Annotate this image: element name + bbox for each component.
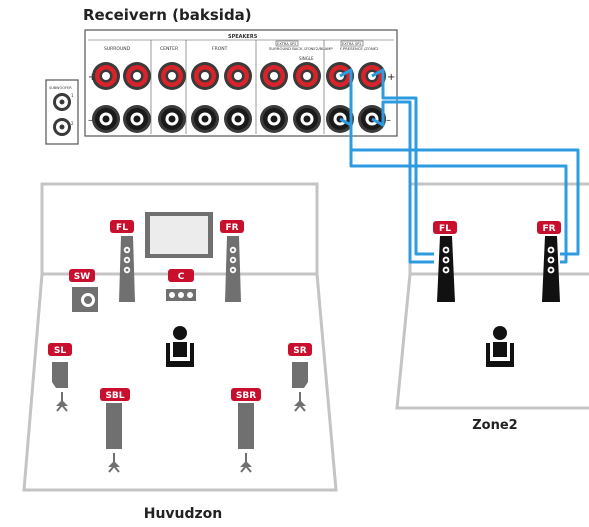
label-zone2-fr: FR [537, 221, 561, 234]
label-surround-back: SURROUND BACK /ZONE2/BI-AMP [269, 46, 333, 51]
speaker-sr [292, 362, 308, 412]
speaker-sbl [106, 403, 122, 473]
minus-sign-right: – [386, 115, 391, 126]
terminal-red-3 [158, 62, 186, 90]
listener-icon-zone2 [486, 326, 514, 367]
speakers-header: SPEAKERS [228, 34, 258, 40]
terminal-black-3 [158, 105, 186, 133]
label-surround: SURROUND [104, 46, 131, 52]
label-sw: SW [69, 269, 95, 282]
plus-sign-right: + [387, 72, 395, 83]
speaker-zone2-fr [542, 236, 560, 302]
label-zone2-fl: FL [433, 221, 457, 234]
svg-text:SBL: SBL [105, 391, 124, 401]
svg-text:C: C [178, 272, 185, 282]
label-extra-sp2-b: EXTRA SP2 [342, 42, 362, 46]
receiver-title: Receivern (baksida) [83, 6, 252, 24]
subwoofer-label: SUBWOOFER [49, 86, 72, 90]
label-c: C [168, 269, 194, 282]
zone2-caption: Zone2 [472, 418, 517, 433]
terminal-red-6 [260, 62, 288, 90]
label-sl: SL [48, 343, 72, 356]
svg-text:SL: SL [54, 346, 66, 356]
terminal-black-7 [293, 105, 321, 133]
speaker-sbr [238, 403, 254, 473]
svg-text:FL: FL [439, 224, 451, 234]
terminal-black-6 [260, 105, 288, 133]
svg-text:SW: SW [74, 272, 90, 282]
terminal-red-7 [293, 62, 321, 90]
terminal-black-4 [191, 105, 219, 133]
terminal-red-4 [191, 62, 219, 90]
label-fl: FL [110, 220, 134, 233]
zone2-wiring [339, 68, 580, 264]
label-extra-sp2-a: EXTRA SP2 [277, 42, 297, 46]
receiver-panel: SPEAKERS SURROUND CENTER FRONT EXTRA SP2… [45, 29, 398, 145]
terminal-black-1 [92, 105, 120, 133]
label-sbr: SBR [231, 388, 261, 401]
speaker-fr [225, 236, 241, 302]
terminal-red-1 [92, 62, 120, 90]
label-sbl: SBL [100, 388, 130, 401]
svg-text:FR: FR [542, 224, 555, 234]
subwoofer-jack-2 [53, 118, 71, 136]
speaker-c [166, 289, 196, 301]
terminal-red-2 [123, 62, 151, 90]
label-center: CENTER [160, 46, 178, 52]
label-f-presence: F.PRESENCE /ZONE2 [340, 46, 379, 51]
speaker-zone2-fl [437, 236, 455, 302]
sub-number-1: 1 [71, 93, 74, 98]
svg-text:FL: FL [116, 223, 128, 233]
terminal-black-5 [224, 105, 252, 133]
svg-text:SR: SR [293, 346, 306, 356]
minus-sign-left: – [88, 115, 93, 126]
tv-icon [145, 212, 213, 258]
sub-number-2: 2 [71, 121, 74, 126]
subwoofer-jack-1 [53, 93, 71, 111]
label-front: FRONT [212, 46, 228, 52]
terminal-red-5 [224, 62, 252, 90]
svg-text:FR: FR [225, 223, 238, 233]
speaker-sl [52, 362, 69, 412]
label-single: SINGLE [299, 56, 314, 61]
speaker-fl [119, 236, 135, 302]
label-fr: FR [220, 220, 244, 233]
svg-text:SBR: SBR [236, 391, 256, 401]
label-sr: SR [288, 343, 312, 356]
main-zone-caption: Huvudzon [144, 506, 223, 522]
speaker-sw [72, 287, 98, 312]
terminal-black-2 [123, 105, 151, 133]
zone2-room [395, 182, 589, 410]
